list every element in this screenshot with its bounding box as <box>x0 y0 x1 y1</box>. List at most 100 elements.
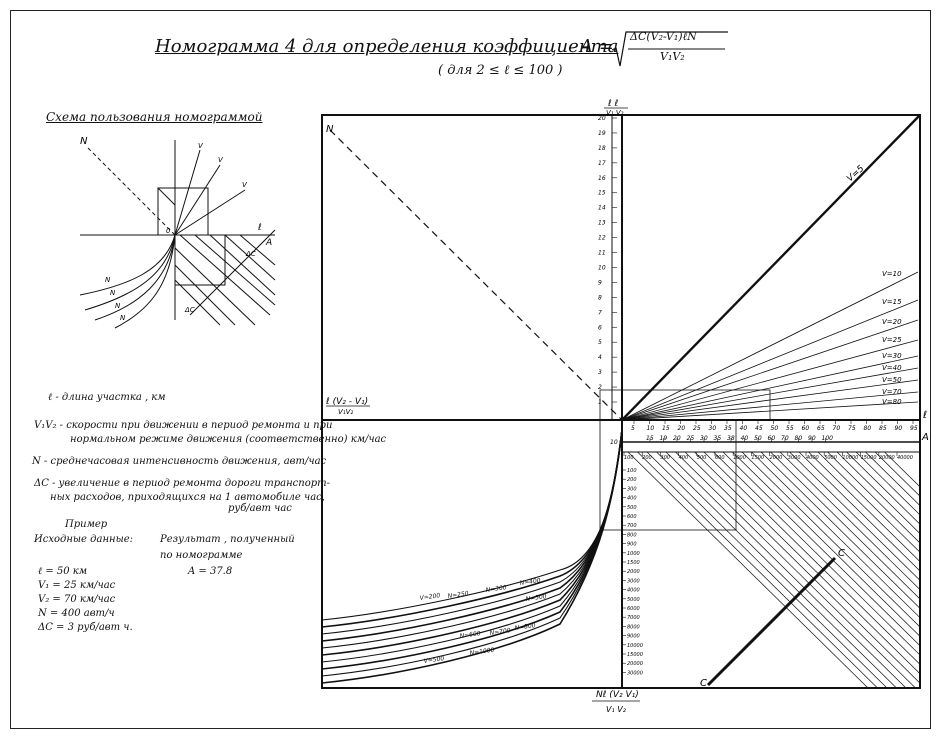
vertical-tick-label: 17 <box>598 160 606 167</box>
intensity-curve-label-9: N=1000 <box>469 647 495 657</box>
example-item-dc: ΔC = 3 руб/авт ч. <box>38 622 133 633</box>
intensity-curve-label-7: N=700 <box>489 627 511 637</box>
intensity-curve-10 <box>322 429 622 684</box>
speed-line-7 <box>621 379 919 421</box>
a-tick-label: 35 <box>714 435 722 442</box>
scheme-v2-label: V <box>218 156 224 164</box>
vertical-tick-label: 6 <box>598 324 602 331</box>
cost-line-27 <box>874 452 920 497</box>
n-top-tick-label: 2000 <box>770 455 783 461</box>
l-tick-label: 55 <box>786 425 794 432</box>
n-left-tick-label: 15000 <box>627 652 643 658</box>
cost-line-22 <box>827 452 920 544</box>
n-left-tick-label: 900 <box>627 542 637 548</box>
vertical-tick-label: 13 <box>598 220 606 227</box>
l-tick-label: 40 <box>740 425 748 432</box>
example-result-value: A = 37.8 <box>188 566 233 577</box>
scheme-heading: Схема пользования номограммой <box>46 110 263 124</box>
n-top-tick-label: 200 <box>642 455 652 461</box>
speed-line-label-3: V=20 <box>882 318 902 326</box>
example-heading: Пример <box>65 519 108 530</box>
cost-line-1 <box>627 452 869 688</box>
l-tick-label: 65 <box>817 425 825 432</box>
formula-numerator: ΔC(V₂-V₁)ℓN <box>630 30 697 43</box>
top-axis-label-den: V₁ V₂ <box>606 109 624 117</box>
l-tick-label: 90 <box>895 425 903 432</box>
cost-line-28 <box>884 452 920 488</box>
cost-line-24 <box>846 452 920 525</box>
example-item-n: N = 400 авт/ч <box>38 608 115 619</box>
n-top-tick-label: 15000 <box>861 455 877 461</box>
scheme-n3-label: N <box>115 302 121 310</box>
speed-line-9 <box>621 401 919 421</box>
l-tick-label: 85 <box>879 425 887 432</box>
n-left-tick-label: 300 <box>627 486 637 492</box>
cost-line-5 <box>665 452 907 688</box>
vertical-tick-label: 8 <box>598 294 602 301</box>
formula-lhs: A = <box>580 36 614 57</box>
scheme-diagram: N V V V ℓ A 0 ΔC ΔC N N N N <box>79 136 276 329</box>
scheme-v3-label: V <box>242 181 248 189</box>
n-left-tick-label: 5000 <box>627 597 640 603</box>
speed-line-label-6: V=40 <box>882 364 902 372</box>
speed-line-label-8: V=70 <box>882 388 902 396</box>
legend-cost-2: ных расходов, приходящихся на 1 автомоби… <box>50 492 325 503</box>
intensity-curve-label-3: N=300 <box>485 584 507 594</box>
n-left-tick-label: 10000 <box>627 643 643 649</box>
n-left-tick-label: 1000 <box>627 551 640 557</box>
n-top-tick-label: 600 <box>715 455 725 461</box>
intensity-curve-label-2: N=250 <box>447 590 469 600</box>
left-axis-label-num: ℓ (V₂ - V₁) <box>325 397 368 407</box>
vertical-tick-label: 4 <box>598 354 602 361</box>
n-top-tick-label: 3000 <box>788 455 801 461</box>
l-tick-label: 70 <box>833 425 841 432</box>
n-left-tick-label: 100 <box>627 468 637 474</box>
vertical-tick-low: 10 <box>610 439 618 446</box>
n-left-tick-label: 30000 <box>627 670 643 676</box>
n-top-tick-label: 100 <box>624 455 634 461</box>
speed-line-label-5: V=30 <box>882 352 902 360</box>
cost-line-14 <box>751 452 920 619</box>
a-tick-label: 50 <box>754 435 762 442</box>
vertical-tick-label: 7 <box>598 309 602 316</box>
scheme-origin-label: 0 <box>166 227 171 235</box>
vertical-tick-label: 15 <box>598 190 606 197</box>
speed-line-label-1: V=10 <box>882 270 902 278</box>
speed-line-label-4: V=25 <box>882 336 902 344</box>
a-tick-label: 25 <box>687 435 695 442</box>
cost-line-11 <box>722 452 920 647</box>
n-left-tick-label: 600 <box>627 514 637 520</box>
l-tick-label: 25 <box>693 425 701 432</box>
n-left-tick-label: 8000 <box>627 624 640 630</box>
cost-line-17 <box>779 452 920 591</box>
speed-line-6 <box>621 367 919 421</box>
n-left-tick-label: 1500 <box>627 560 640 566</box>
cost-line-18 <box>789 452 920 581</box>
n-top-tick-label: 40000 <box>897 455 913 461</box>
n-top-tick-label: 400 <box>679 455 689 461</box>
vertical-tick-label: 18 <box>598 145 606 152</box>
scheme-n1-label: N <box>105 276 111 284</box>
right-axis-l-label: ℓ <box>923 410 927 421</box>
bottom-axis-label-num: Nℓ (V₂ V₁) <box>596 690 639 700</box>
intensity-curve-9 <box>322 429 622 677</box>
l-tick-label: 15 <box>662 425 670 432</box>
n-left-tick-label: 9000 <box>627 634 640 640</box>
vertical-tick-label: 2 <box>598 384 602 391</box>
intensity-curve-label-5: N=500 <box>525 593 547 603</box>
scheme-n-label: N <box>80 136 88 147</box>
vertical-tick-label: 19 <box>598 130 606 137</box>
cost-line-15 <box>760 452 920 609</box>
nw-n-label: N <box>326 124 334 135</box>
n-top-tick-label: 5000 <box>824 455 837 461</box>
speed-line-label-7: V=50 <box>882 376 902 384</box>
vertical-tick-label: 5 <box>598 339 602 346</box>
legend-cost-1: ΔC - увеличение в период ремонта дороги … <box>34 478 331 489</box>
n-top-tick-label: 20000 <box>879 455 895 461</box>
cost-line-13 <box>741 452 920 628</box>
a-tick-label: 30 <box>700 435 708 442</box>
a-tick-label: 19 <box>660 435 668 442</box>
l-tick-label: 5 <box>631 425 635 432</box>
cost-line-9 <box>703 452 920 665</box>
c-label-top: C <box>838 548 845 559</box>
